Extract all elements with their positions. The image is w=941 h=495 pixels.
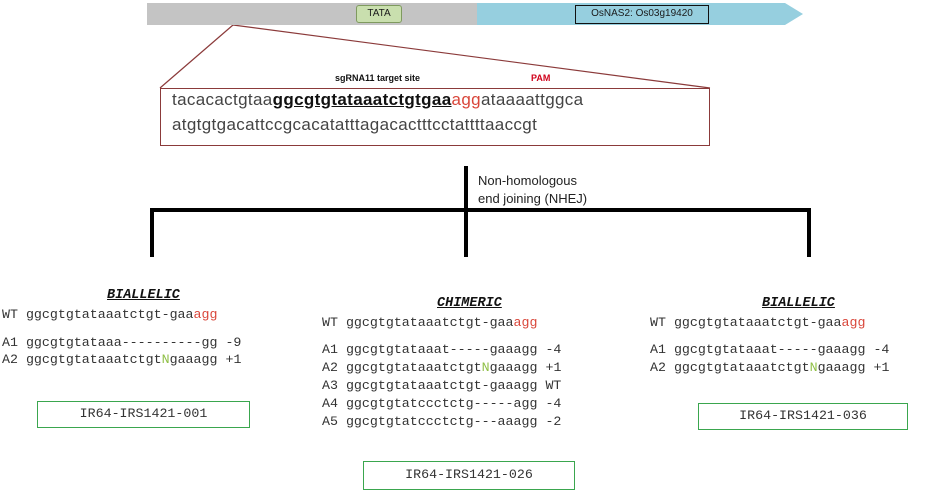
target-site-label: sgRNA11 target site: [335, 73, 421, 83]
allele-row: A2 ggcgtgtataaatctgtNgaaagg +1: [2, 352, 242, 367]
allele-row: A5 ggcgtgtatccctctg---aaagg -2: [322, 414, 562, 429]
clone-id-box: IR64-IRS1421-036: [698, 403, 908, 430]
nhej-line-2: end joining (NHEJ): [478, 191, 588, 206]
panel-category: BIALLELIC: [107, 288, 180, 303]
zoom-line-right: [232, 24, 711, 89]
allele-row: A2 ggcgtgtataaatctgtNgaaagg +1: [322, 360, 562, 375]
sequence-box: [160, 88, 710, 146]
pam-sequence: agg: [451, 90, 481, 109]
clone-id-box: IR64-IRS1421-001: [37, 401, 250, 428]
allele-row: A1 ggcgtgtataaa----------gg -9: [2, 335, 242, 350]
tata-box: TATA: [356, 5, 402, 23]
promoter-region: [147, 3, 477, 25]
gene-arrow-tip: [785, 3, 803, 25]
allele-row: A4 ggcgtgtatccctctg-----agg -4: [322, 396, 562, 411]
zoom-line-left: [159, 24, 234, 89]
allele-row: A1 ggcgtgtataaat-----gaaagg -4: [322, 342, 562, 357]
nhej-label: Non-homologous end joining (NHEJ): [478, 172, 587, 208]
nhej-line-1: Non-homologous: [478, 173, 578, 188]
wt-row: WT ggcgtgtataaatctgt-gaaagg: [650, 315, 866, 330]
top-strand: tacacactgtaaggcgtgtataaatctgtgaaaggataaa…: [172, 90, 583, 110]
bottom-strand: atgtgtgacattccgcacatatttagacactttcctattt…: [172, 115, 538, 134]
panel-category: CHIMERIC: [437, 296, 502, 311]
allele-row: A3 ggcgtgtataaatctgt-gaaagg WT: [322, 378, 562, 393]
allele-row: A1 ggcgtgtataaat-----gaaagg -4: [650, 342, 890, 357]
panel-category: BIALLELIC: [762, 296, 835, 311]
pam-label: PAM: [531, 73, 551, 83]
wt-row: WT ggcgtgtataaatctgt-gaaagg: [322, 315, 538, 330]
top-strand-prefix: tacacactgtaa: [172, 90, 273, 109]
allele-row: A2 ggcgtgtataaatctgtNgaaagg +1: [650, 360, 890, 375]
top-strand-suffix: ataaaattggca: [480, 90, 584, 109]
gene-label: OsNAS2: Os03g19420: [575, 5, 709, 24]
sgrna-target-sequence: ggcgtgtataaatctgtgaa: [272, 90, 452, 109]
clone-id-box: IR64-IRS1421-026: [363, 461, 575, 490]
wt-row: WT ggcgtgtataaatctgt-gaaagg: [2, 307, 218, 322]
